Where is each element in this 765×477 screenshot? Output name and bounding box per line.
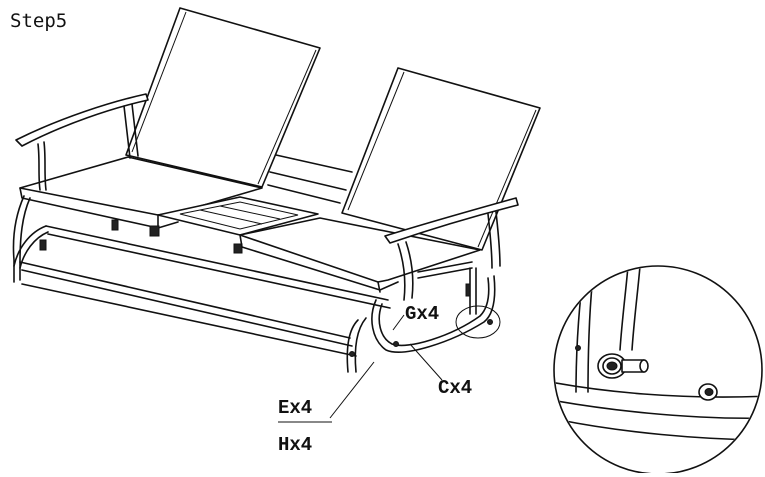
callout-label-e: Ex4 (278, 397, 313, 419)
center-back-frame (267, 154, 353, 204)
hardware-detail-magnifier (553, 265, 763, 475)
glider-base-frame (12, 195, 501, 373)
right-seat (239, 217, 481, 293)
left-backrest (125, 7, 321, 188)
callout-label-g: Gx4 (405, 303, 440, 325)
left-arm (15, 93, 149, 191)
callout-leaders (278, 343, 443, 423)
step-title: Step5 (10, 10, 68, 32)
right-arm (384, 197, 519, 301)
callout-label-h: Hx4 (278, 434, 313, 456)
left-seat (19, 156, 263, 229)
callout-label-c: Cx4 (438, 377, 473, 399)
center-table (149, 196, 319, 254)
